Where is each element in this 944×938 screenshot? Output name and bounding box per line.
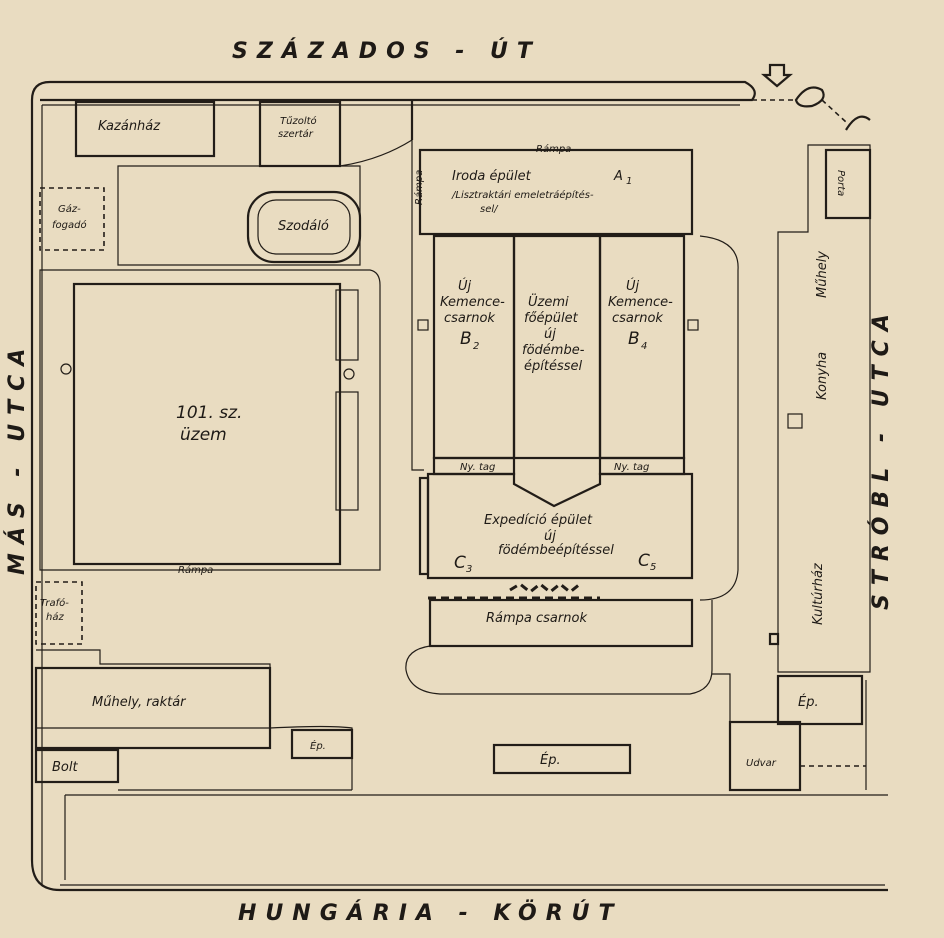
udvar-label: Udvar [746,758,777,769]
b2-code-sub: 2 [473,341,479,352]
gazfogado-label-2: fogadó [52,219,87,231]
courtyard-north [117,165,361,266]
south-loop-road [405,600,713,695]
ep-east-label: Ép. [798,694,819,710]
inner-road-loop [41,104,888,886]
b4-label-1: Új [626,278,640,294]
uzem-101-building [72,282,342,566]
uzem-101-marker-east [343,368,355,380]
b4-code-sub: 4 [641,341,647,352]
porta-label: Porta [835,170,846,196]
expedicio-label-3: födémbeépítéssel [498,543,614,558]
expedicio-west-marker [418,476,430,576]
street-name-east: STRÓBL - UTCA [868,305,894,610]
szodalo-building [246,190,362,264]
tuzolto-label-1: Tűzoltó [280,115,317,127]
muhely-raktar-building [34,666,272,750]
site-boundary [30,80,888,892]
c3-code: C [454,553,466,573]
foepulet-label-2: főépület [524,311,579,326]
iroda-building [418,148,694,236]
street-name-north: SZÁZADOS - ÚT [232,38,541,64]
expedicio-label-2: új [544,529,556,544]
b4-label-2: Kemence- [608,295,673,310]
iroda-a1-sub: 1 [626,176,632,187]
kulturhaz-label: Kultúrház [811,562,826,625]
rampa-left-label: Rámpa [413,170,425,205]
gate-kerb [794,86,825,108]
uzem-101-outline [39,269,381,571]
gate-right-kerb [845,115,871,131]
iroda-label-1: Iroda épület [452,169,532,184]
muhely-raktar-label: Műhely, raktár [92,695,187,710]
rampa-csarnok-label: Rámpa csarnok [486,611,587,626]
szodalo-label: Szodáló [278,219,329,234]
gate-dash [752,99,847,123]
b2-code: B [460,329,472,349]
east-road-lines [712,673,867,790]
trafohaz-label-2: ház [46,611,64,623]
foepulet-label-5: építéssel [524,359,583,374]
b4-code: B [628,329,640,349]
szodalo-inner [257,199,351,255]
uzem-101-annex-2 [335,391,359,511]
street-name-south: HUNGÁRIA - KÖRÚT [238,900,623,926]
south-west-block [36,649,271,729]
uzem-101-label-2: üzem [180,425,227,445]
street-name-west: MÁS - UTCA [4,340,30,575]
entrance-arrow-icon [760,63,794,88]
bolt-label: Bolt [52,760,78,775]
b2-side-marker [417,319,429,331]
ep-south-label: Ép. [540,752,561,768]
bolt-building [34,748,120,784]
nyitag-right-label: Ny. tag [614,462,649,473]
foepulet-label-3: új [544,327,556,342]
foepulet-label-4: födémbe- [522,343,585,358]
udvar-building [728,720,802,792]
trafohaz-label-1: Trafó- [40,597,69,609]
tuzolto-label-2: szertár [278,128,314,140]
rampa-csarnok-zigzag [428,582,600,600]
nyitag-left-label: Ny. tag [460,462,495,473]
kazanhaz-building [74,100,216,158]
north-drive-curve [339,139,413,167]
east-block-outline [777,144,871,673]
b2-label-1: Új [458,278,472,294]
rampa-west-label: Rámpa [178,564,213,576]
iroda-label-3: sel/ [480,204,499,215]
ep-small-label: Ép. [310,739,326,752]
c5-code-sub: 5 [650,562,656,573]
east-marker-square [787,413,803,429]
expedicio-label-1: Expedíció épület [484,513,593,528]
ep-east-building [776,674,864,726]
kazanhaz-label: Kazánház [98,119,161,134]
c5-code: C [638,551,650,571]
uzem-101-label-1: 101. sz. [176,403,242,423]
b2-label-3: csarnok [444,311,495,326]
uzem-101-marker-west [60,363,72,375]
rampa-top-label: Rámpa [536,143,571,155]
c3-code-sub: 3 [466,564,472,575]
b2-label-2: Kemence- [440,295,505,310]
konyha-label: Konyha [815,352,830,400]
ep-south-building [492,743,632,775]
iroda-label-2: /Lisztraktári emeletráépítés- [451,189,594,201]
rampa-csarnok-building [428,598,694,648]
b4-side-marker [687,319,699,331]
iroda-a1: A [613,169,623,184]
foepulet-label-1: Üzemi [528,293,569,310]
b4-label-3: csarnok [612,311,663,326]
trafohaz-building [35,581,83,645]
central-complex-outline [411,140,739,601]
gazfogado-label-1: Gáz- [58,203,81,215]
south-road-curve [118,725,353,791]
porta-building [824,148,872,220]
east-small-marker [768,632,780,646]
uzem-101-annex-1 [335,289,359,361]
expedicio-building [426,472,694,580]
gazfogado-building [39,187,105,251]
muhely-east-label: Műhely [815,251,830,298]
